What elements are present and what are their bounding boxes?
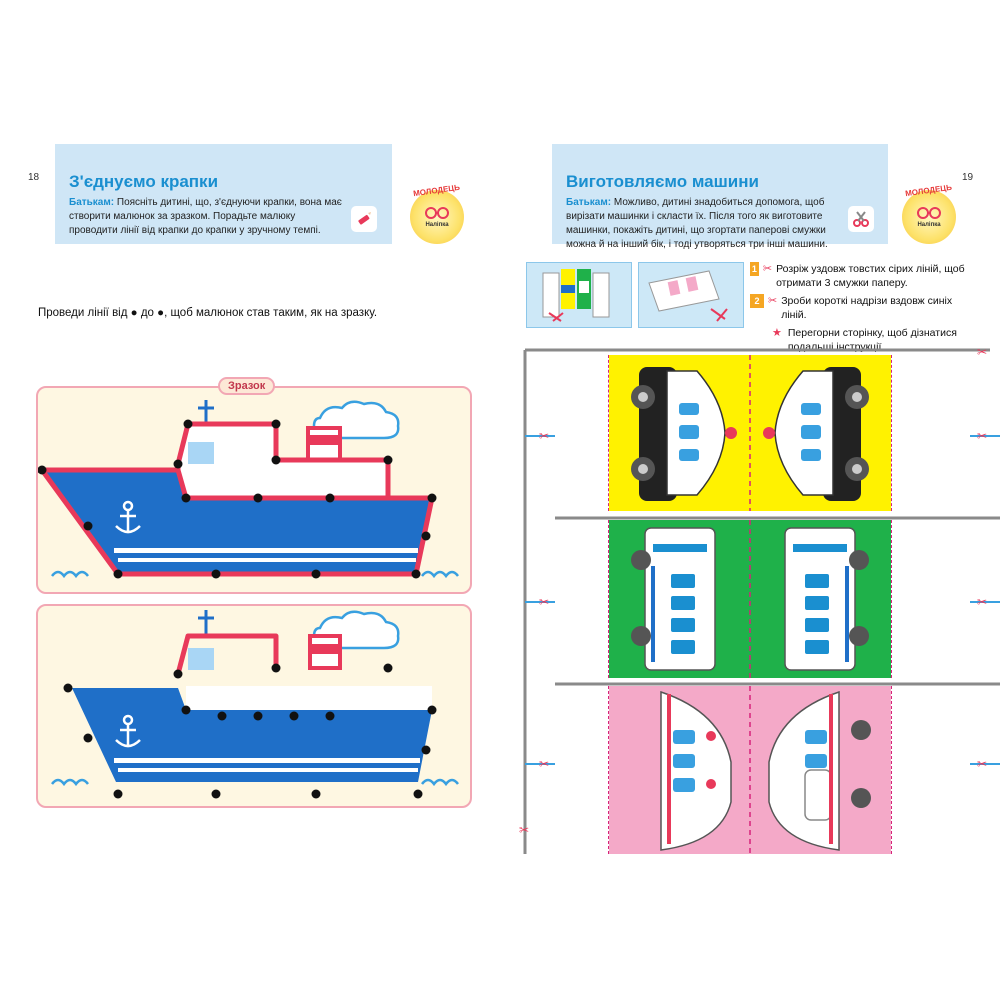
header-box-right: Виготовляємо машини Батькам: Можливо, ди… <box>552 144 888 250</box>
badge-title: МОЛОДЕЦЬ <box>413 182 461 199</box>
page-number-right: 19 <box>962 172 974 183</box>
badge-title: МОЛОДЕЦЬ <box>905 182 953 199</box>
scissors-icon <box>848 206 874 232</box>
ambulance-drawing <box>609 686 891 854</box>
cutout-sheet: ✂ ✂ ✂ ✂ ✂ ✂ ✂ ✂ <box>519 345 1000 854</box>
svg-text:✂: ✂ <box>539 595 549 609</box>
page-number-left: 18 <box>28 172 40 183</box>
page-title-right: Виготовляємо машини <box>566 172 759 191</box>
page-title-left: З'єднуємо крапки <box>69 172 219 191</box>
sample-panel <box>36 386 472 594</box>
step-2: 2 ✂ Зроби короткі надрізи вздовж синіх л… <box>750 294 980 322</box>
glasses-icon <box>917 207 941 219</box>
sticker-badge-right: МОЛОДЕЦЬ Наліпка <box>902 183 956 244</box>
dot-icon: ● <box>130 307 138 319</box>
step-number: 1 <box>750 262 759 276</box>
parents-text: Можливо, дитині знадобиться допомога, що… <box>566 197 828 250</box>
svg-text:✂: ✂ <box>519 823 529 837</box>
svg-text:✂: ✂ <box>539 429 549 443</box>
svg-text:✂: ✂ <box>539 757 549 771</box>
parents-label: Батькам: <box>69 197 115 208</box>
svg-text:✂: ✂ <box>977 595 987 609</box>
parents-text: Поясніть дитині, що, з'єднуючи крапки, в… <box>69 197 342 236</box>
strip-ambulance[interactable] <box>608 686 892 854</box>
step-text: Зроби короткі надрізи вздовж синіх ліній… <box>781 295 953 321</box>
star-icon: ★ <box>772 327 782 339</box>
scissors-icon: ✂ <box>767 295 778 307</box>
badge-label: Наліпка <box>917 222 941 228</box>
step-1: 1 ✂ Розріж уздовж товстих сірих ліній, щ… <box>750 262 980 290</box>
step-number: 2 <box>750 294 764 308</box>
svg-text:✂: ✂ <box>977 429 987 443</box>
parents-note-right: Батькам: Можливо, дитині знадобиться доп… <box>566 196 842 252</box>
instruction-left: Проведи лінії від ● до ●, щоб малюнок ст… <box>38 307 378 319</box>
sticker-badge-left: МОЛОДЕЦЬ Наліпка <box>410 183 464 244</box>
crayon-icon <box>351 206 377 232</box>
glasses-icon <box>425 207 449 219</box>
parents-label: Батькам: <box>566 197 612 208</box>
step-text: Розріж уздовж товстих сірих ліній, щоб о… <box>776 263 965 289</box>
steps-list: 1 ✂ Розріж уздовж товстих сірих ліній, щ… <box>750 262 980 354</box>
svg-text:✂: ✂ <box>977 757 987 771</box>
ship-sample-drawing <box>38 400 459 579</box>
exercise-panel <box>36 604 472 808</box>
step2-thumbnail <box>638 262 744 328</box>
dot-icon: ● <box>157 307 165 319</box>
svg-text:✂: ✂ <box>977 345 987 359</box>
sample-label: Зразок <box>218 377 276 395</box>
header-box-left: З'єднуємо крапки Батькам: Поясніть дитин… <box>55 144 392 244</box>
police-car-drawing <box>609 355 891 511</box>
strip-bus[interactable] <box>608 520 892 678</box>
bus-drawing <box>609 520 891 678</box>
parents-note-left: Батькам: Поясніть дитині, що, з'єднуючи … <box>69 196 345 238</box>
step1-thumbnail <box>526 262 632 328</box>
strip-police-car[interactable] <box>608 355 892 511</box>
badge-label: Наліпка <box>425 222 449 228</box>
scissors-icon: ✂ <box>762 263 773 275</box>
ship-exercise-drawing[interactable] <box>38 606 470 806</box>
